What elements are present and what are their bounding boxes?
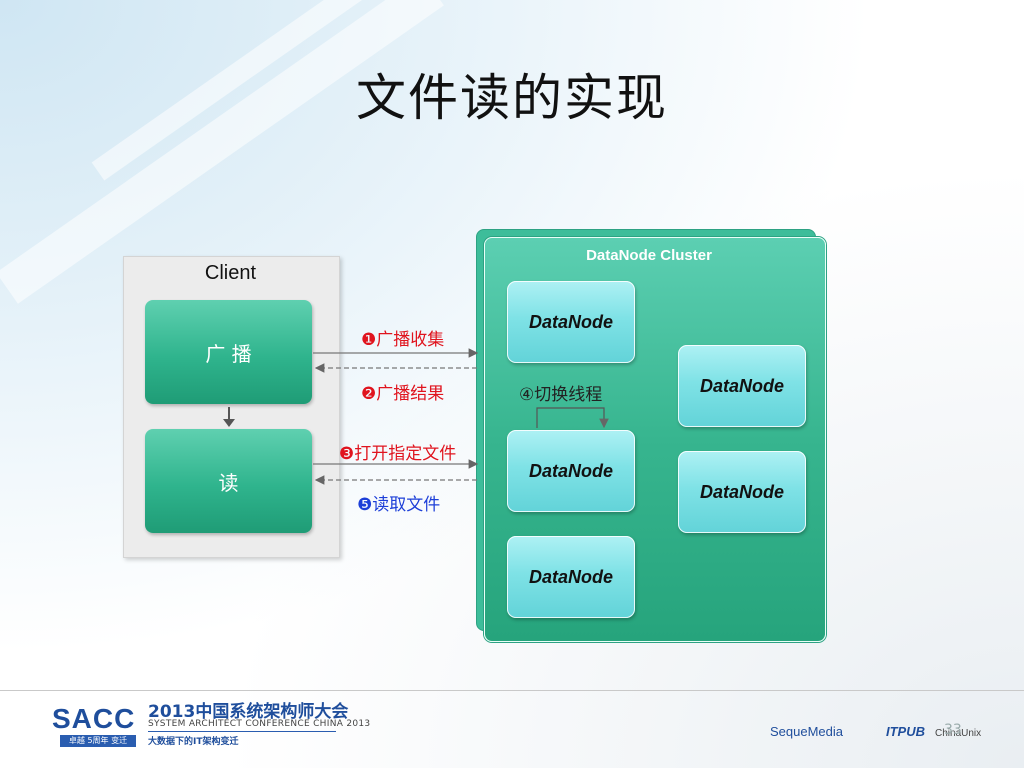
sponsor-chinaunix: ChinaUnix: [935, 728, 982, 739]
footer-divider: [0, 690, 1024, 691]
datanode-box: DataNode: [507, 536, 635, 618]
sacc-logo: SACC: [52, 703, 136, 734]
client-down-arrow: [228, 407, 230, 421]
sponsor-sequemedia: SequeMedia: [770, 724, 843, 739]
conference-tagline: 大数据下的IT架构变迁: [148, 737, 239, 747]
switch-thread-label: ④切换线程: [519, 385, 603, 405]
conference-title-en: SYSTEM ARCHITECT CONFERENCE CHINA 2013: [148, 719, 371, 729]
datanode-box: DataNode: [678, 345, 806, 427]
client-down-arrow-head: [223, 419, 235, 427]
switch-thread-arrow: [536, 407, 609, 429]
cluster-title: DataNode Cluster: [586, 247, 712, 264]
step1-label: ❶广播收集: [361, 330, 445, 350]
datanode-box: DataNode: [507, 430, 635, 512]
datanode-box: DataNode: [678, 451, 806, 533]
client-read-box: 读: [145, 429, 312, 533]
step3-label: ❸打开指定文件: [339, 444, 457, 464]
conference-divider: [148, 731, 336, 732]
page-number: 33: [944, 722, 962, 738]
client-title: Client: [204, 262, 257, 284]
step2-label: ❷广播结果: [361, 384, 445, 404]
conference-title: 2013中国系统架构师大会: [148, 702, 349, 722]
sponsor-itpub: ITPUB: [886, 724, 925, 739]
step5-label: ❺读取文件: [357, 495, 441, 515]
datanode-box: DataNode: [507, 281, 635, 363]
sacc-logo-tag: 卓越 5周年 变迁: [60, 735, 136, 747]
slide-title: 文件读的实现: [356, 69, 668, 127]
client-broadcast-box: 广 播: [145, 300, 312, 404]
